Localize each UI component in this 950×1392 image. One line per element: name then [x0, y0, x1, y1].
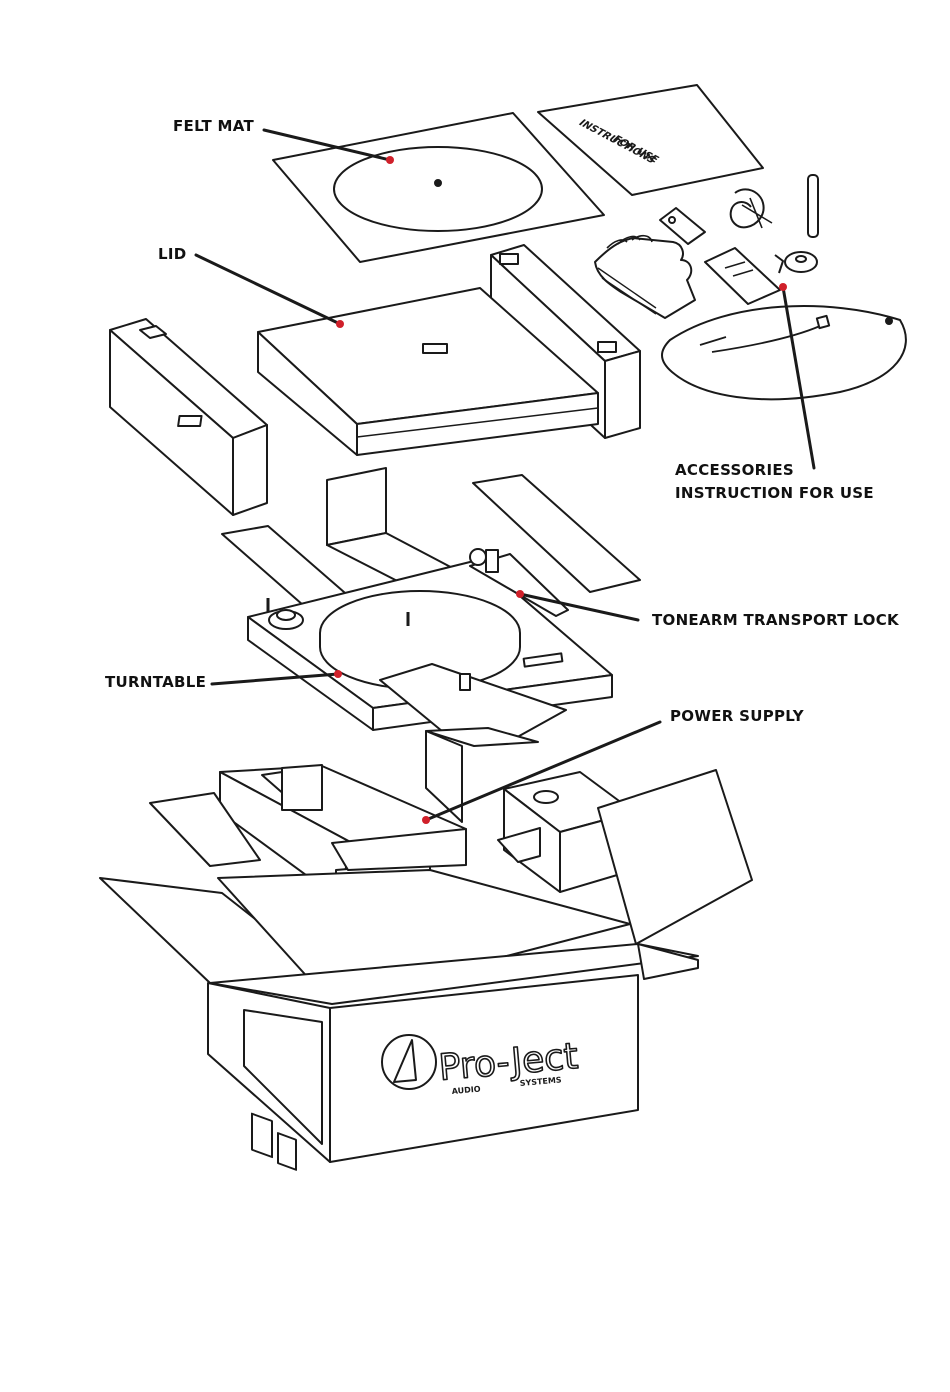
foam-block-left: [110, 319, 267, 515]
marker-lid: [336, 320, 344, 328]
label-power-supply: POWER SUPPLY: [670, 707, 804, 725]
label-accessories: ACCESSORIES: [675, 461, 794, 479]
label-tonearm-transport-lock: TONEARM TRANSPORT LOCK: [652, 611, 899, 629]
label-instruction-for-use: INSTRUCTION FOR USE: [675, 484, 874, 502]
marker-felt-mat: [386, 156, 394, 164]
leader-lid: [196, 255, 340, 324]
marker-turntable: [334, 670, 342, 678]
marker-power-supply: [422, 816, 430, 824]
label-felt-mat: FELT MAT: [173, 117, 254, 135]
marker-accessories: [779, 283, 787, 291]
marker-tonearm-lock: [516, 590, 524, 598]
felt-mat-sheet: [273, 113, 604, 262]
accessories-group: [595, 175, 906, 399]
label-turntable: TURNTABLE: [105, 673, 206, 691]
label-lid: LID: [158, 245, 187, 263]
